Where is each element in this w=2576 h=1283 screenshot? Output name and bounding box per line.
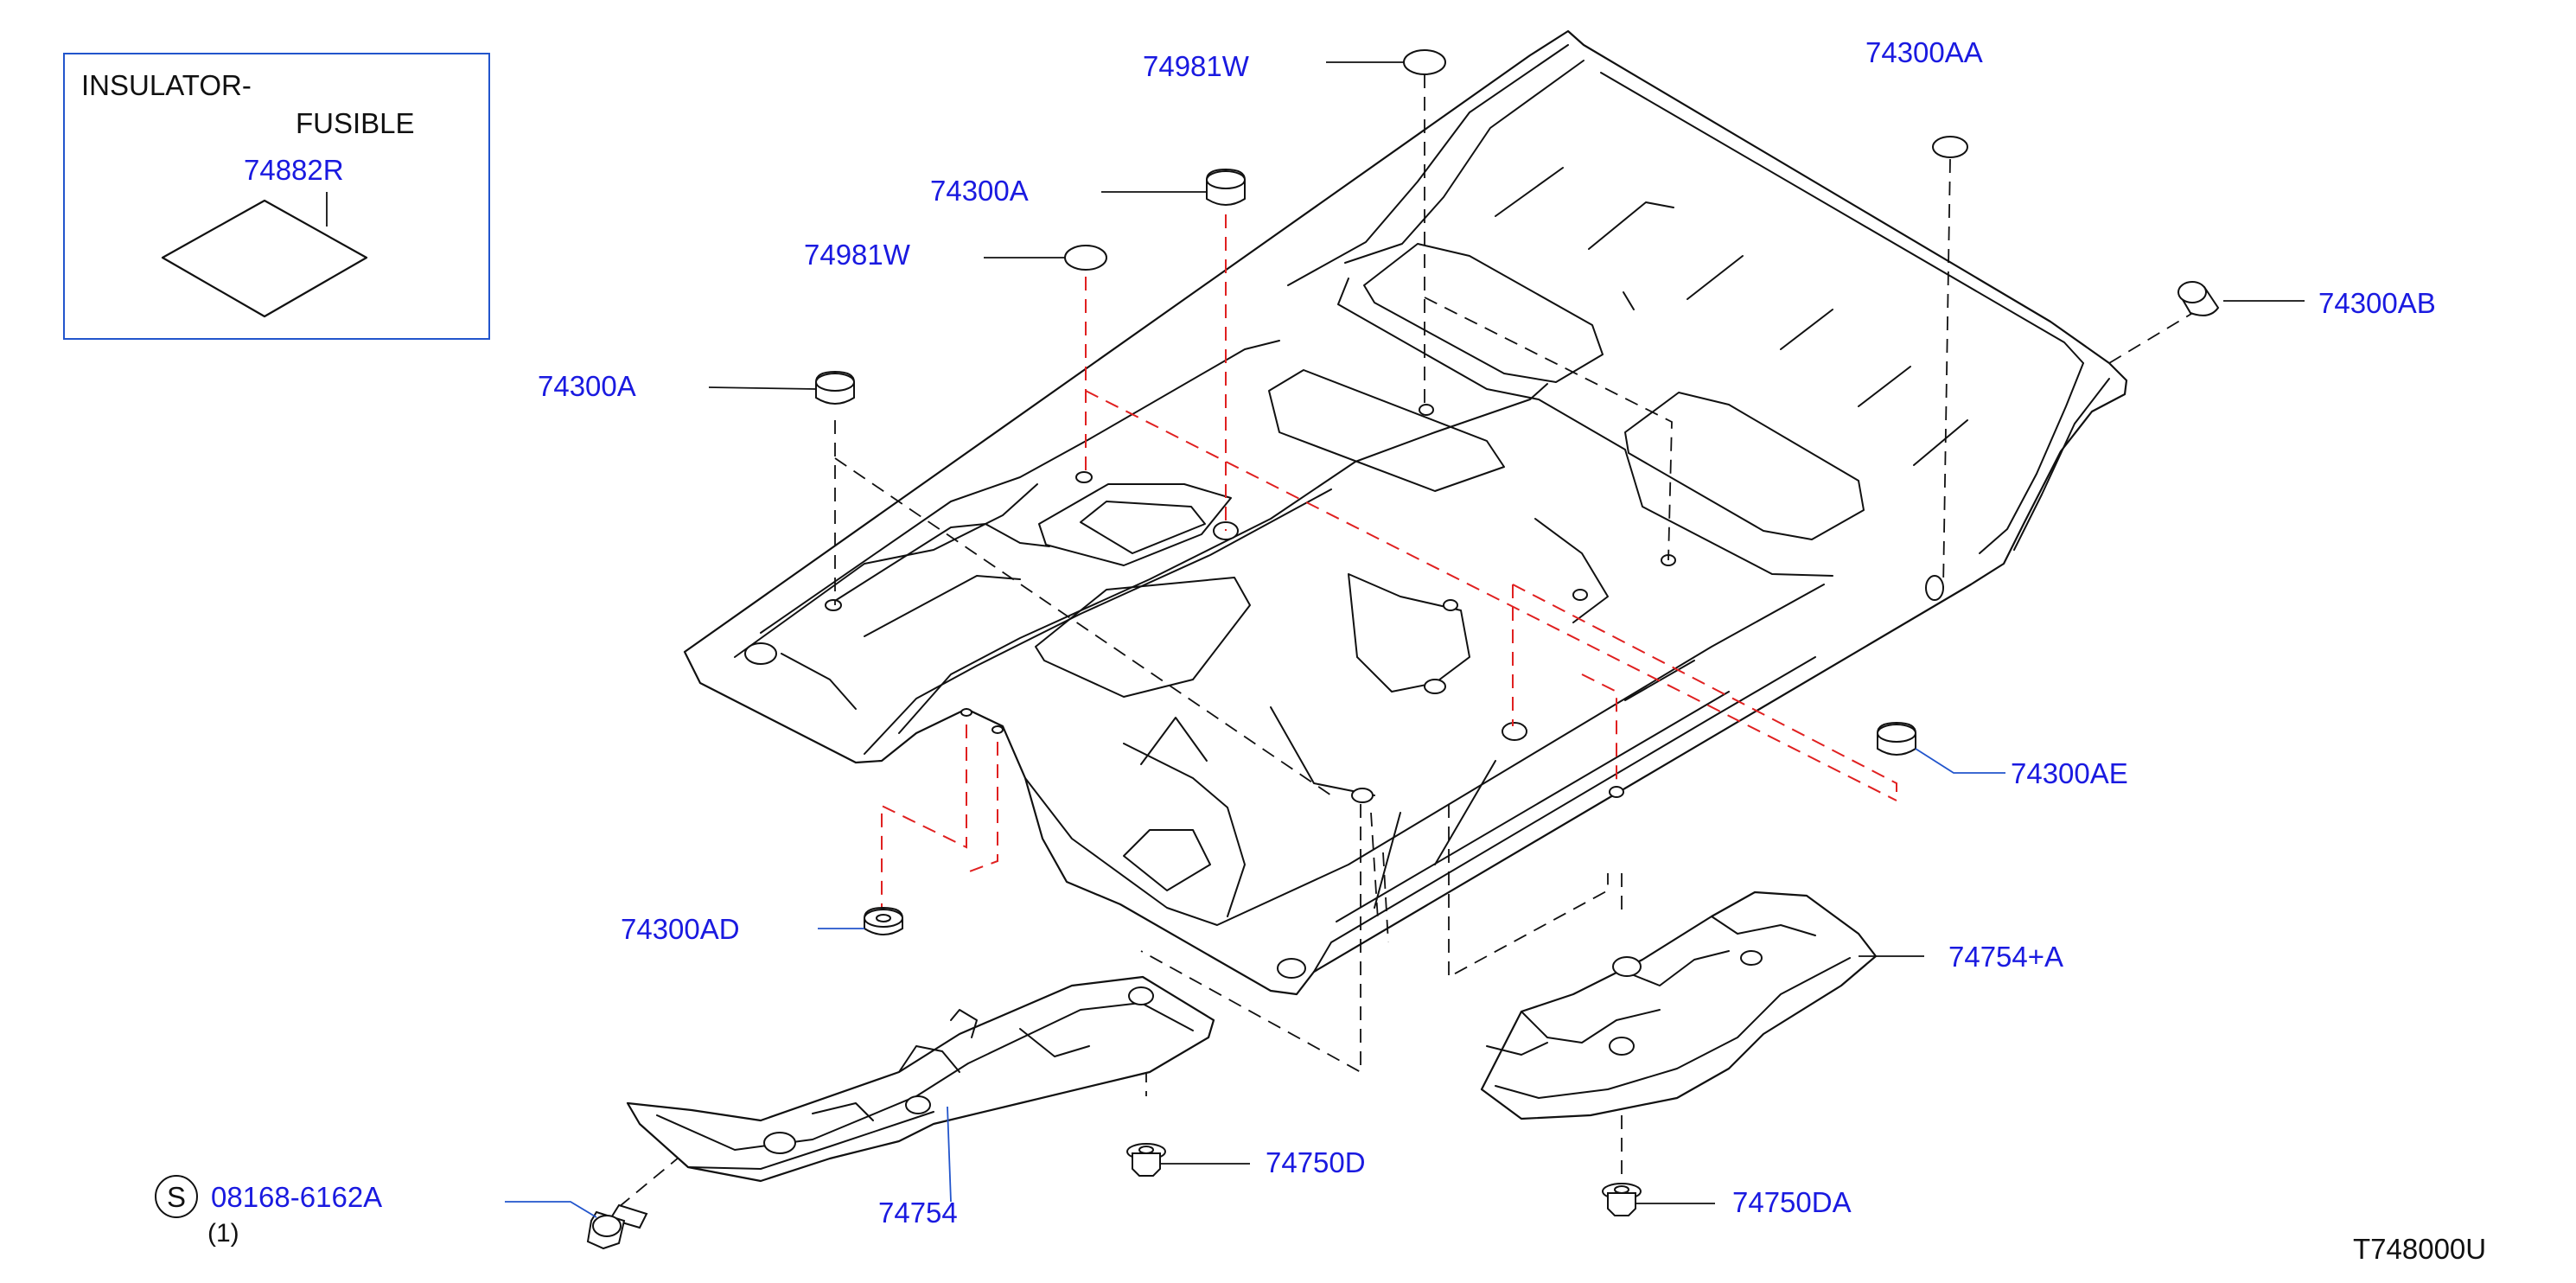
seal-patch-icon[interactable] bbox=[1403, 49, 1446, 75]
standard-part-symbol bbox=[155, 1175, 198, 1218]
label-74300ab[interactable]: 74300AB bbox=[2318, 287, 2436, 319]
seal-patch-icon[interactable] bbox=[1064, 245, 1107, 271]
grommet-plug-icon[interactable] bbox=[1877, 721, 1916, 756]
label-74754-plus-a[interactable]: 74754+A bbox=[1948, 941, 2063, 973]
label-74300a-upper[interactable]: 74300A bbox=[930, 175, 1029, 207]
flange-bolt-icon[interactable] bbox=[586, 1203, 648, 1250]
leader-lines bbox=[505, 61, 2305, 1218]
inset-border bbox=[63, 53, 490, 340]
grommet-plug-icon[interactable] bbox=[1206, 168, 1246, 206]
inset-title-line2: FUSIBLE bbox=[296, 107, 415, 139]
label-74300ae[interactable]: 74300AE bbox=[2011, 757, 2128, 789]
grommet-plug-icon[interactable] bbox=[2177, 281, 2220, 316]
flange-nut-icon[interactable] bbox=[1602, 1183, 1642, 1216]
grommet-plug-icon[interactable] bbox=[864, 906, 903, 935]
bolt-symbol-letter: S bbox=[167, 1181, 186, 1213]
label-74750d[interactable]: 74750D bbox=[1266, 1146, 1366, 1178]
label-74300aa[interactable]: 74300AA bbox=[1865, 36, 1983, 68]
inset-title-line1: INSULATOR- bbox=[81, 69, 252, 101]
guide-lines-red bbox=[881, 214, 1897, 915]
insulator-sheet-icon bbox=[161, 199, 368, 318]
label-bolt-part[interactable]: 08168-6162A bbox=[211, 1181, 382, 1213]
inset-part-number[interactable]: 74882R bbox=[244, 154, 344, 186]
guide-lines bbox=[618, 74, 2197, 1208]
label-74981w-top[interactable]: 74981W bbox=[1143, 50, 1250, 82]
insulator-inset: INSULATOR- FUSIBLE 74882R bbox=[63, 53, 490, 340]
label-74300a-left[interactable]: 74300A bbox=[538, 370, 636, 402]
label-74750da[interactable]: 74750DA bbox=[1732, 1186, 1852, 1218]
label-74981w-mid[interactable]: 74981W bbox=[804, 239, 911, 271]
under-cover-icon[interactable] bbox=[1480, 890, 1878, 1120]
drawing-id: T748000U bbox=[2353, 1233, 2486, 1265]
seal-patch-icon[interactable] bbox=[1932, 136, 1968, 158]
under-cover-icon[interactable] bbox=[626, 975, 1215, 1183]
bolt-callout[interactable]: S 08168-6162A (1) bbox=[155, 1175, 382, 1248]
grommet-plug-icon[interactable] bbox=[815, 370, 855, 405]
label-bolt-qty: (1) bbox=[207, 1219, 239, 1248]
label-74300ad[interactable]: 74300AD bbox=[621, 913, 740, 945]
flange-nut-icon[interactable] bbox=[1126, 1143, 1166, 1177]
label-74754[interactable]: 74754 bbox=[878, 1197, 958, 1229]
floor-panel-icon bbox=[683, 29, 2128, 996]
